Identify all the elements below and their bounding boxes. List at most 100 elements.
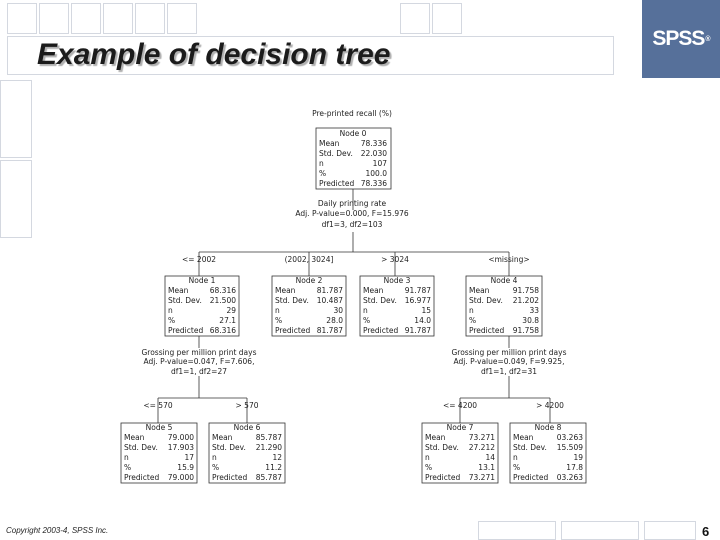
node-row-label: % — [363, 316, 370, 325]
split-df: df1=1, df2=27 — [171, 367, 227, 376]
spss-logo: SPSS® — [642, 0, 720, 78]
node-row-label: Std. Dev. — [469, 296, 503, 305]
node-row-label: Predicted — [513, 473, 548, 482]
split-variable: Daily printing rate — [318, 199, 387, 208]
tree-split-3: Grossing per million print days Adj. P-v… — [451, 348, 566, 376]
node-row-label: n — [212, 453, 217, 462]
header-grid-cell — [7, 3, 37, 34]
node-row-label: Std. Dev. — [275, 296, 309, 305]
split-variable: Grossing per million print days — [141, 348, 256, 357]
header-grid-cell — [167, 3, 197, 34]
node-row-label: % — [425, 463, 432, 472]
node-pct: 27.1 — [219, 316, 236, 325]
node-row-label: Mean — [124, 433, 145, 442]
node-row-label: Std. Dev. — [124, 443, 158, 452]
branch-label: <= 4200 — [443, 401, 477, 410]
node-n: 14 — [485, 453, 495, 462]
branch-label: <missing> — [488, 255, 529, 264]
branch-label: (2002, 3024] — [285, 255, 334, 264]
node-row-label: % — [319, 169, 326, 178]
node-row-label: % — [275, 316, 282, 325]
tree-node-1: Node 1 Mean Std. Dev. n % Predicted 68.3… — [164, 275, 240, 337]
node-row-label: Mean — [469, 286, 490, 295]
node-mean: 81.787 — [317, 286, 343, 295]
branch-label: <= 2002 — [182, 255, 216, 264]
node-row-label: Mean — [212, 433, 233, 442]
slide-title: Example of decision tree — [37, 38, 391, 71]
node-row-label: Predicted — [319, 179, 354, 188]
node-row-label: Std. Dev. — [319, 149, 353, 158]
node-mean: 03.263 — [557, 433, 583, 442]
node-id: Node 7 — [447, 423, 474, 432]
node-row-label: n — [168, 306, 173, 315]
node-pct: 13.1 — [478, 463, 495, 472]
node-pred: 81.787 — [317, 326, 343, 335]
node-mean: 78.336 — [361, 139, 387, 148]
registered-mark-icon: ® — [705, 35, 710, 43]
tree-target-label: Pre-printed recall (%) — [312, 109, 392, 118]
node-pct: 28.0 — [326, 316, 343, 325]
node-row-label: n — [363, 306, 368, 315]
node-n: 107 — [373, 159, 388, 168]
node-pred: 03.263 — [557, 473, 583, 482]
node-row-label: % — [212, 463, 219, 472]
node-std: 10.487 — [317, 296, 343, 305]
node-n: 15 — [421, 306, 431, 315]
page-number: 6 — [702, 524, 710, 539]
node-pct: 100.0 — [366, 169, 388, 178]
header-title-band — [7, 36, 614, 75]
node-mean: 91.758 — [513, 286, 539, 295]
node-row-label: n — [275, 306, 280, 315]
node-std: 21.202 — [513, 296, 539, 305]
node-row-label: Predicted — [124, 473, 159, 482]
node-pred: 73.271 — [469, 473, 495, 482]
node-id: Node 8 — [535, 423, 562, 432]
node-id: Node 3 — [384, 276, 411, 285]
node-n: 29 — [226, 306, 236, 315]
node-n: 12 — [272, 453, 282, 462]
node-row-label: Mean — [168, 286, 189, 295]
node-pred: 78.336 — [361, 179, 387, 188]
node-row-label: Predicted — [469, 326, 504, 335]
tree-split-2: Grossing per million print days Adj. P-v… — [141, 348, 256, 376]
node-row-label: n — [513, 453, 518, 462]
node-row-label: Std. Dev. — [168, 296, 202, 305]
header-grid-cell — [135, 3, 165, 34]
node-row-label: Predicted — [212, 473, 247, 482]
node-row-label: Predicted — [425, 473, 460, 482]
header-grid-cell — [103, 3, 133, 34]
left-decor-box — [0, 160, 32, 238]
node-n: 30 — [333, 306, 343, 315]
node-pct: 11.2 — [265, 463, 282, 472]
split-pvalue: Adj. P-value=0.000, F=15.976 — [295, 209, 409, 218]
node-mean: 91.787 — [405, 286, 431, 295]
tree-node-3: Node 3 Mean Std. Dev. n % Predicted 91.7… — [359, 275, 435, 337]
node-pred: 91.758 — [513, 326, 539, 335]
tree-node-5: Node 5 Mean Std. Dev. n % Predicted 79.0… — [120, 422, 198, 484]
node-mean: 73.271 — [469, 433, 495, 442]
branch-label: <= 570 — [143, 401, 172, 410]
node-pred: 85.787 — [256, 473, 282, 482]
node-row-label: Std. Dev. — [212, 443, 246, 452]
node-row-label: n — [469, 306, 474, 315]
node-row-label: % — [469, 316, 476, 325]
node-row-label: n — [319, 159, 324, 168]
header-grid-cell — [400, 3, 430, 34]
slide-header: Example of decision tree SPSS® — [0, 0, 720, 78]
split-df: df1=3, df2=103 — [322, 220, 383, 229]
tree-node-7: Node 7 Mean Std. Dev. n % Predicted 73.2… — [421, 422, 499, 484]
node-id: Node 2 — [296, 276, 323, 285]
node-row-label: % — [124, 463, 131, 472]
node-std: 17.903 — [168, 443, 194, 452]
node-row-label: % — [168, 316, 175, 325]
node-std: 21.500 — [210, 296, 236, 305]
node-row-label: Mean — [363, 286, 384, 295]
node-pred: 91.787 — [405, 326, 431, 335]
node-id: Node 0 — [340, 129, 367, 138]
node-row-label: n — [124, 453, 129, 462]
header-grid-cell — [39, 3, 69, 34]
tree-split-1: Daily printing rate Adj. P-value=0.000, … — [295, 199, 409, 229]
node-pred: 79.000 — [168, 473, 194, 482]
tree-node-2: Node 2 Mean Std. Dev. n % Predicted 81.7… — [271, 275, 347, 337]
tree-node-4: Node 4 Mean Std. Dev. n % Predicted 91.7… — [465, 275, 543, 337]
